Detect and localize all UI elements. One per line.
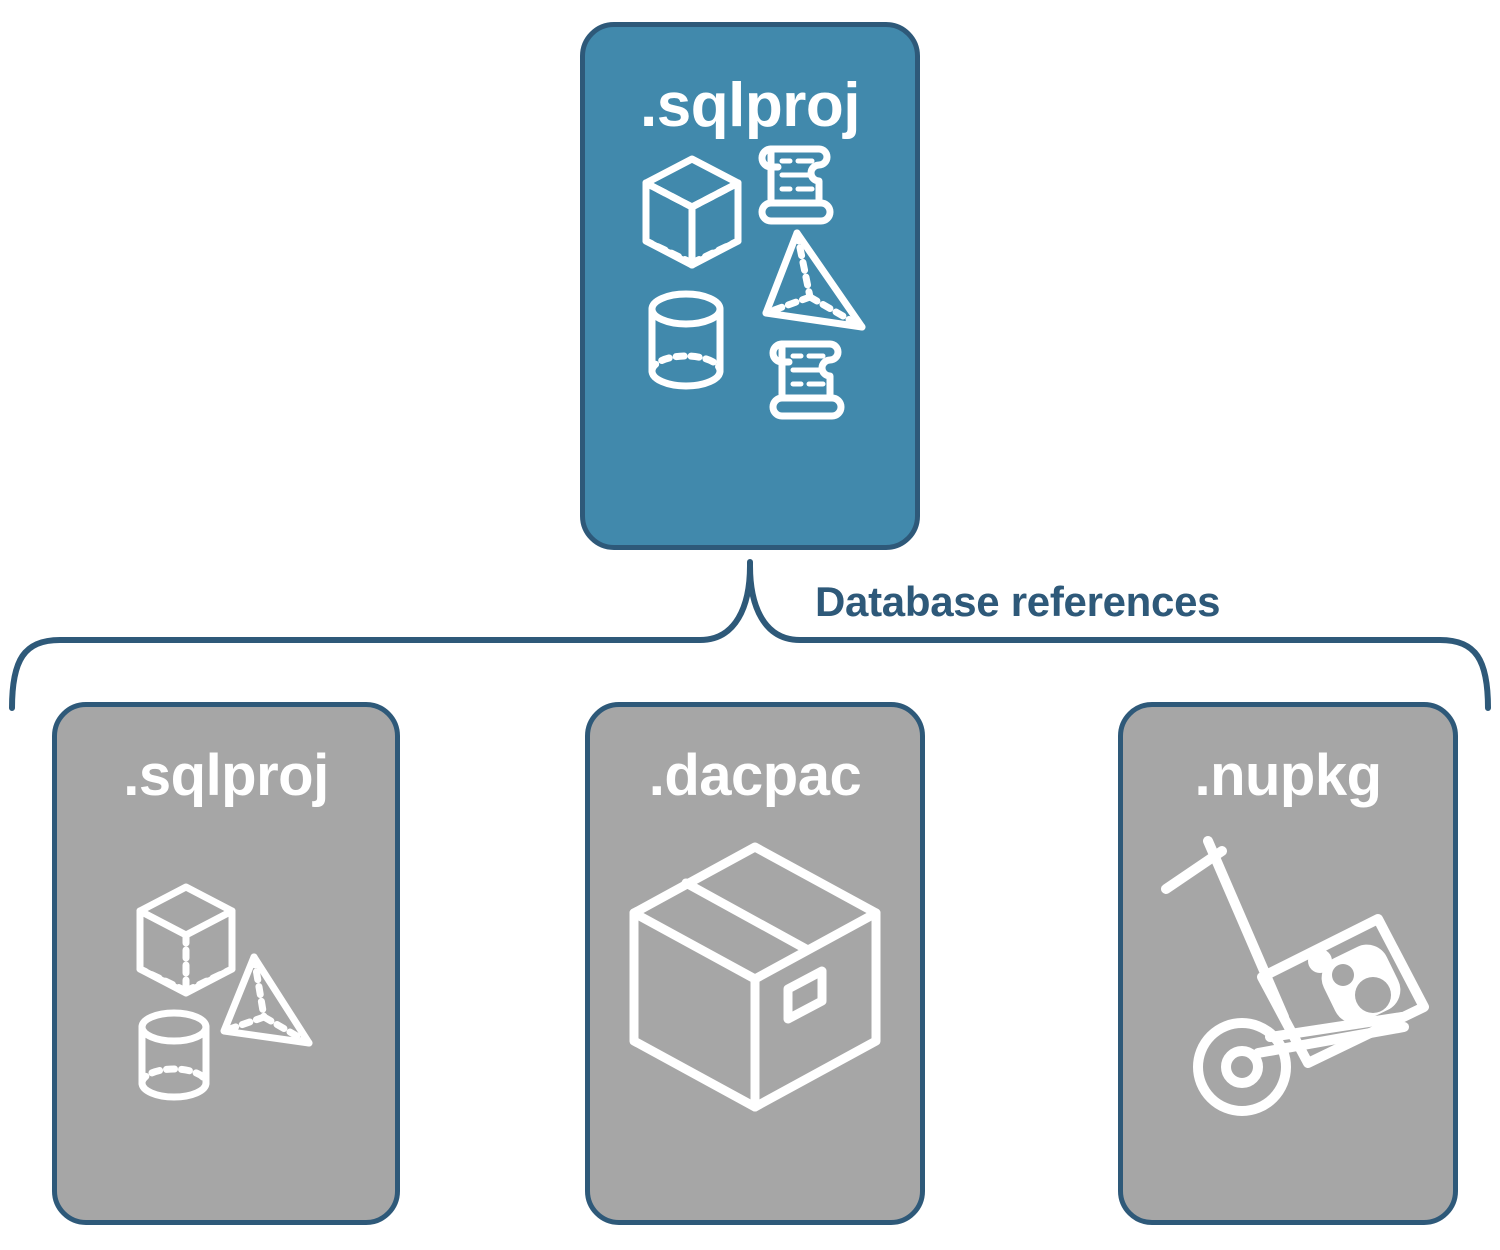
- brace-left: [9, 563, 753, 711]
- sqlproj-artwork-group: [642, 145, 866, 420]
- nuget-logo-cutouts: [1332, 964, 1391, 1013]
- scroll-icon-top: [758, 145, 834, 225]
- brace-connector: [9, 559, 1491, 711]
- scroll-icon-bottom: [769, 340, 845, 420]
- hand-truck-nuget-icon: [1161, 836, 1429, 1116]
- cube-icon: [642, 155, 742, 269]
- card-sqlproj-primary[interactable]: .sqlproj: [580, 22, 920, 550]
- card-artwork: [1123, 805, 1453, 1220]
- connector-label: Database references: [815, 578, 1221, 625]
- card-nupkg-reference[interactable]: .nupkg: [1118, 702, 1458, 1225]
- card-dacpac-reference[interactable]: .dacpac: [585, 702, 925, 1225]
- card-artwork: [57, 805, 395, 1220]
- card-artwork: [590, 805, 920, 1220]
- cube-icon: [136, 883, 236, 997]
- pyramid-icon: [762, 229, 866, 331]
- cylinder-icon: [648, 290, 724, 390]
- card-title: .nupkg: [1194, 743, 1382, 808]
- package-box-icon: [629, 842, 881, 1112]
- sqlproj-reference-artwork-group: [136, 883, 313, 1101]
- cylinder-icon: [138, 1009, 210, 1101]
- card-title: .sqlproj: [123, 743, 329, 808]
- card-title: .dacpac: [648, 743, 862, 808]
- card-title: .sqlproj: [640, 71, 860, 140]
- card-sqlproj-reference[interactable]: .sqlproj: [52, 702, 400, 1225]
- pyramid-icon: [220, 953, 313, 1047]
- card-artwork: [585, 137, 915, 545]
